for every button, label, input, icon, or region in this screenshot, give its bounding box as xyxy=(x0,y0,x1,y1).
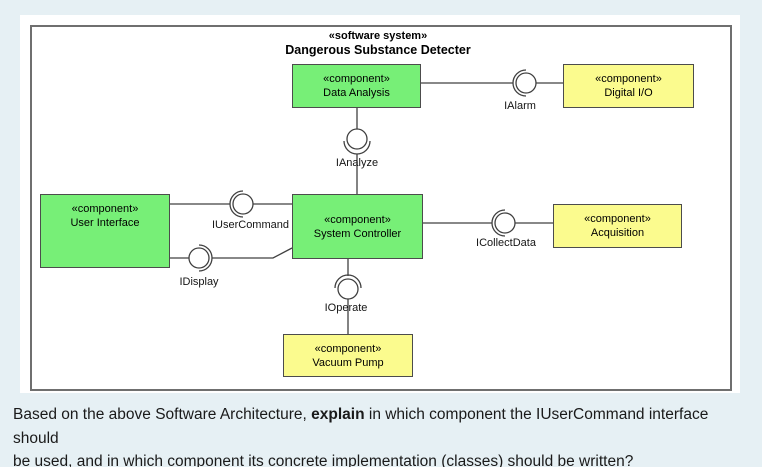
interface-label-ialarm: IAlarm xyxy=(504,100,536,112)
component-name: Digital I/O xyxy=(604,87,653,99)
component-user-interface: «component» User Interface xyxy=(40,194,170,268)
component-stereotype: «component» xyxy=(324,213,391,226)
question-line-1: Based on the above Software Architecture… xyxy=(13,403,753,450)
component-stereotype: «component» xyxy=(595,73,662,85)
component-system-controller: «component» System Controller xyxy=(292,194,423,259)
component-name: Data Analysis xyxy=(323,87,390,99)
component-name: User Interface xyxy=(70,217,140,229)
component-stereotype: «component» xyxy=(584,213,651,225)
interface-label-idisplay: IDisplay xyxy=(179,276,219,288)
interface-label-ioperate: IOperate xyxy=(324,302,368,314)
system-stereotype: «software system» xyxy=(328,30,428,42)
component-vacuum-pump: «component» Vacuum Pump xyxy=(283,334,413,377)
system-name: Dangerous Substance Detecter xyxy=(285,43,471,57)
interface-label-icollectdata: ICollectData xyxy=(476,237,536,249)
question-text: Based on the above Software Architecture… xyxy=(13,403,753,467)
question-bold-emphasis: explain xyxy=(311,406,365,423)
component-stereotype: «component» xyxy=(314,342,382,355)
interface-label-ianalyze: IAnalyze xyxy=(335,157,379,169)
diagram-title: «software system» Dangerous Substance De… xyxy=(238,30,518,57)
component-stereotype: «component» xyxy=(71,203,139,215)
component-digital-io: «component» Digital I/O xyxy=(563,64,694,108)
component-data-analysis: «component» Data Analysis xyxy=(292,64,421,108)
component-name: Vacuum Pump xyxy=(312,356,384,369)
question-text-segment: in which component the IUserCommand inte… xyxy=(13,406,713,447)
component-stereotype: «component» xyxy=(323,73,390,85)
interface-label-iusercommand: IUserCommand xyxy=(211,219,289,231)
component-name: System Controller xyxy=(313,227,402,240)
question-text-segment: Based on the above Software Architecture… xyxy=(13,406,312,423)
component-name: Acquisition xyxy=(590,227,645,239)
question-line-2: be used, and in which component its conc… xyxy=(13,453,634,467)
component-acquisition: «component» Acquisition xyxy=(553,204,682,248)
